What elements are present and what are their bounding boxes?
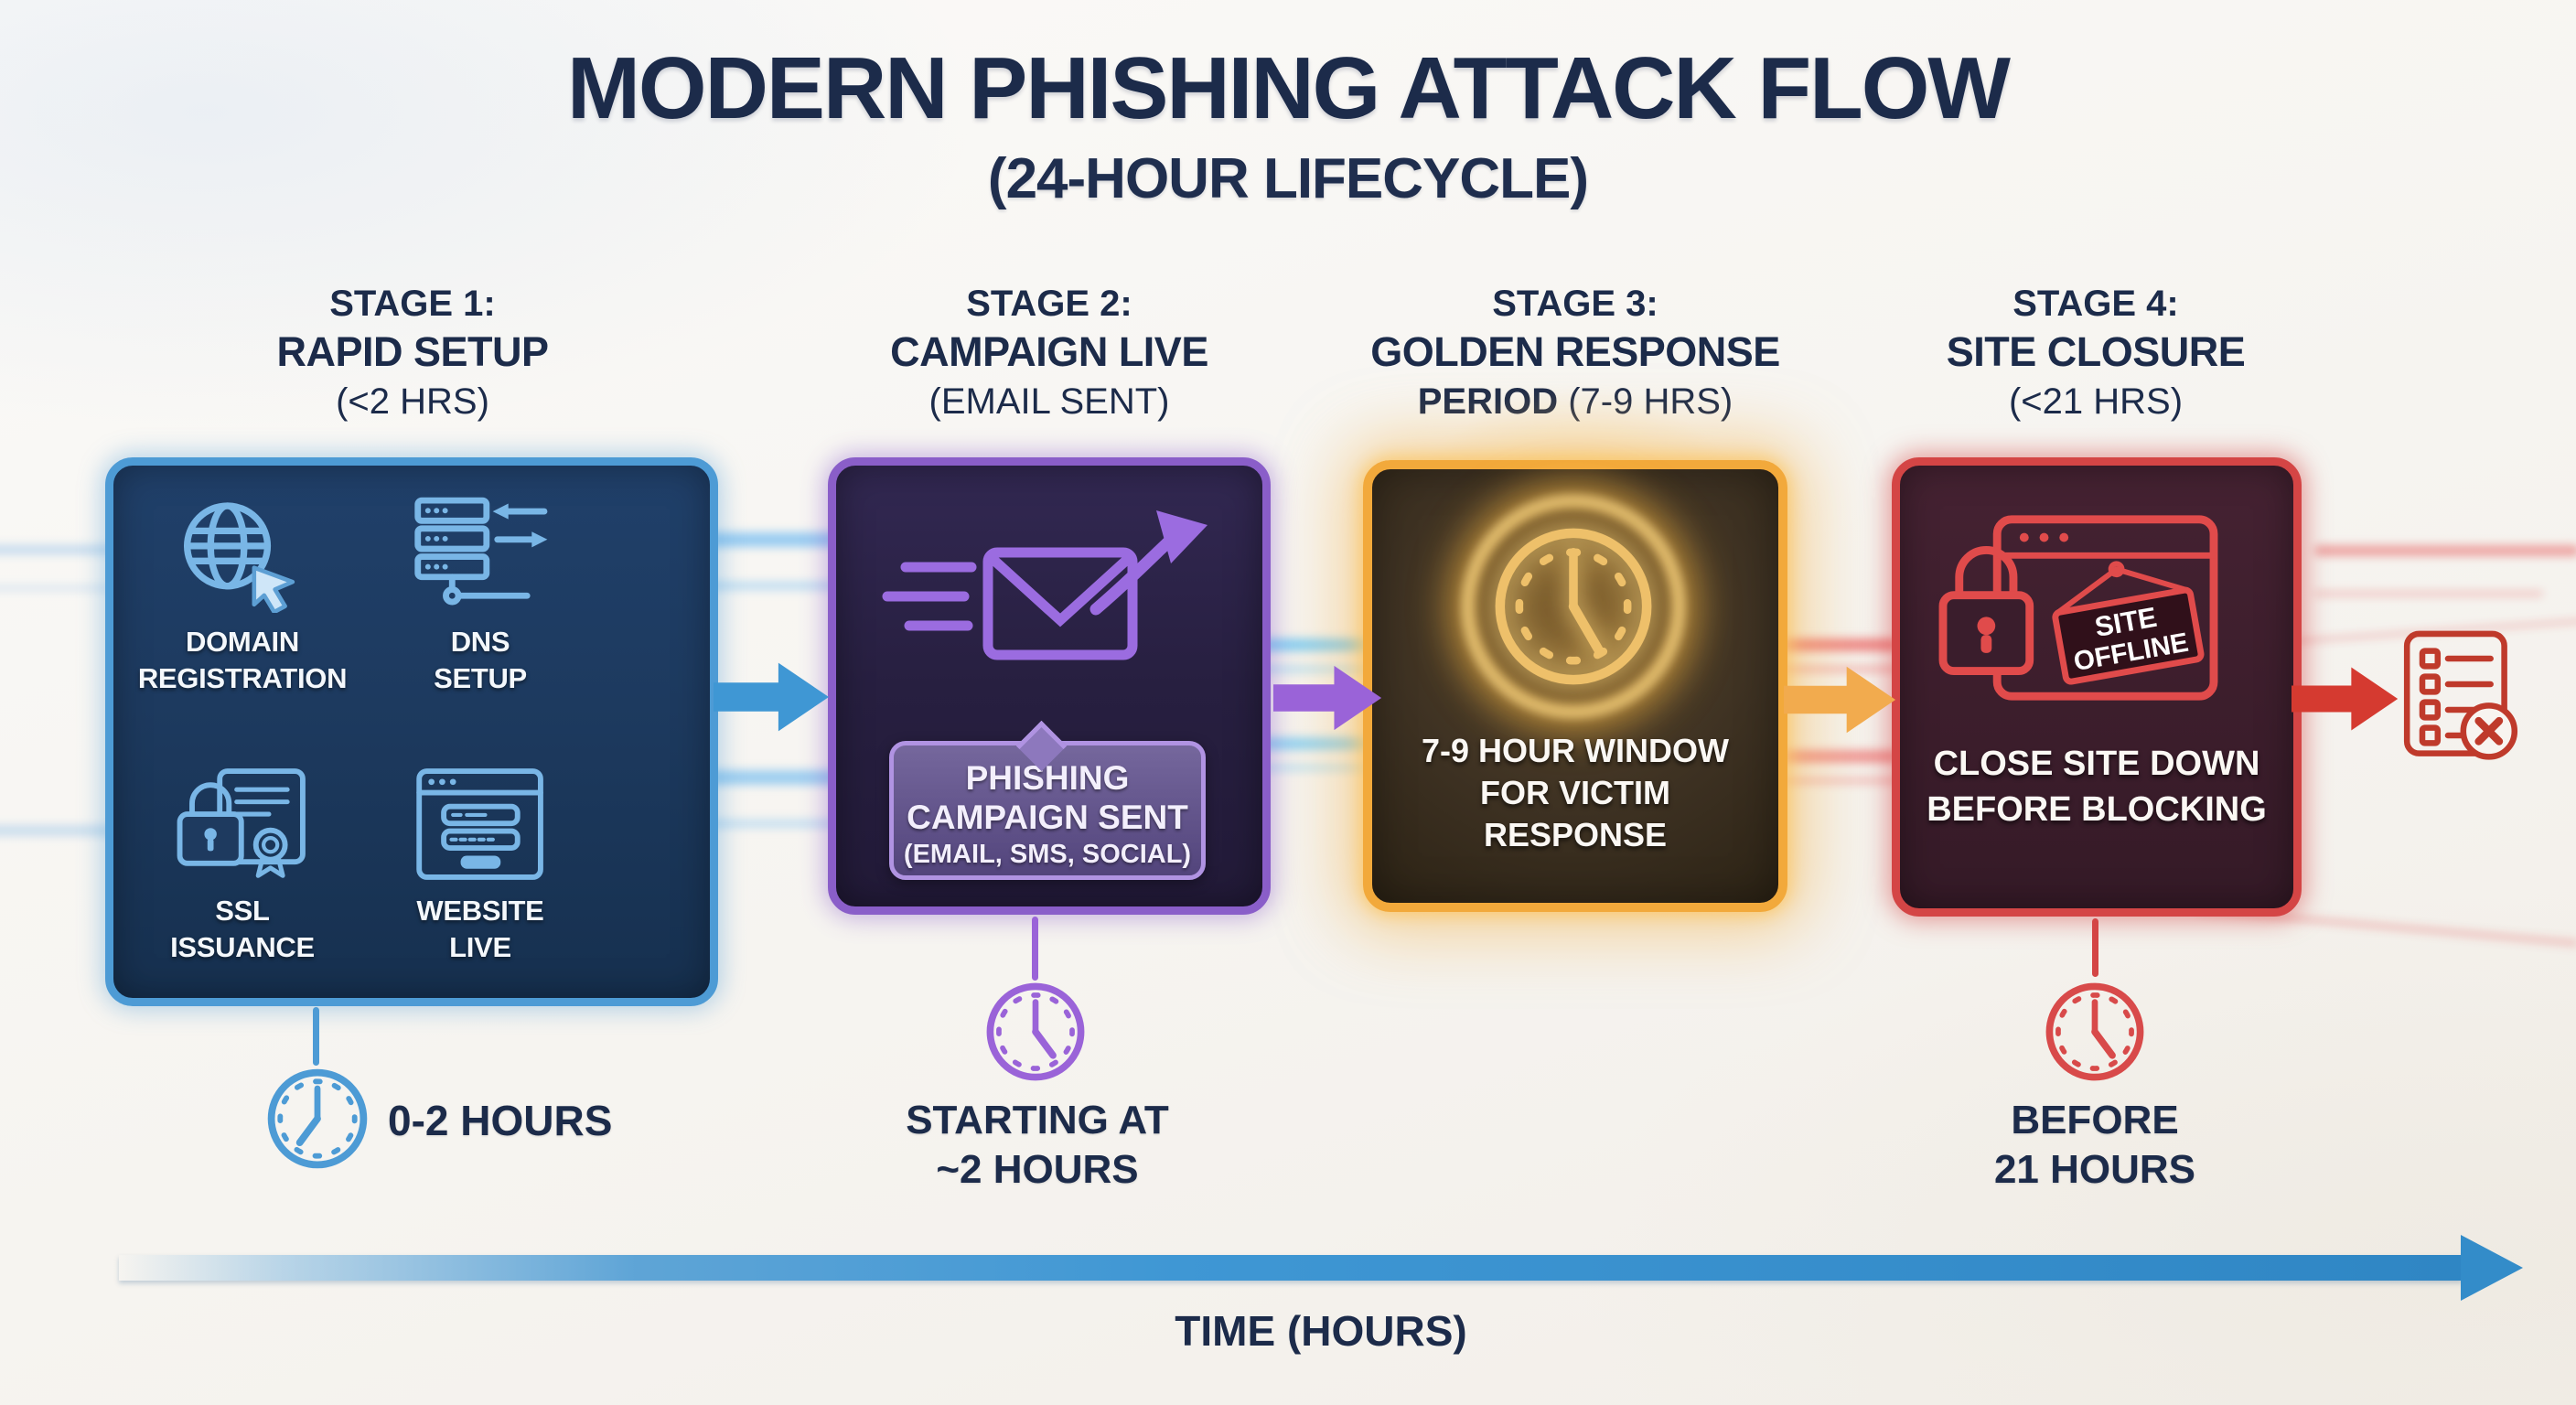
stage-1-header-line3: (<2 HRS) [336,381,489,422]
light-streak [1261,737,1379,750]
email-send-icon [882,510,1208,660]
light-streak [1779,638,1898,651]
stage-1-header: STAGE 1: RAPID SETUP (<2 HRS) [111,280,714,426]
stage-4-header: STAGE 4: SITE CLOSURE (<21 HRS) [1794,280,2398,426]
time-axis-arrow [119,1255,2463,1281]
stage-4-header-line3: (<21 HRS) [2008,381,2184,422]
light-streak [1261,666,1379,672]
time-axis-label: TIME (HOURS) [1175,1307,1467,1355]
page-title: MODERN PHISHING ATTACK FLOW [566,39,2011,137]
stage-3-header-line3: PERIOD (7-9 HRS) [1273,377,1877,426]
stage-4-header-line2: SITE CLOSURE [1946,328,2246,375]
light-streak [2314,545,2576,556]
stage-1-header-line1: STAGE 1: [329,284,496,324]
globe-cursor-icon [184,502,295,613]
light-streak [1261,638,1379,651]
ssl-certificate-icon [177,768,306,878]
stage-3-header-line2: GOLDEN RESPONSE [1273,327,1877,377]
stage-3-header-line1: STAGE 3: [1492,284,1658,324]
glowing-clock-icon [1495,528,1652,685]
stage-3-caption: 7-9 HOUR WINDOW FOR VICTIM RESPONSE [1422,732,1729,853]
stage-2-header: STAGE 2: CAMPAIGN LIVE (EMAIL SENT) [747,280,1351,426]
light-streak [1261,765,1379,771]
website-live-icon [416,768,543,880]
light-streak [0,545,146,554]
page-subtitle: (24-HOUR LIFECYCLE) [987,147,1589,210]
stage-2-header-line2: CAMPAIGN LIVE [890,328,1208,375]
arrow-stage4-to-blocklist [2292,667,2399,731]
stage-4-time-label: BEFORE 21 HOURS [1993,1098,2196,1192]
stage-2-header-line1: STAGE 2: [966,284,1132,324]
blocklist-x-icon [2403,630,2518,760]
stage-2-header-line3: (EMAIL SENT) [928,381,1170,422]
light-streak [695,582,851,590]
stage-2-time-label: STARTING AT ~2 HOURS [906,1098,1169,1192]
arrow-stage3-to-4 [1784,666,1896,734]
light-streak [695,820,851,828]
callout-line2: CAMPAIGN SENT [907,799,1188,836]
stage-3-header: STAGE 3: GOLDEN RESPONSE PERIOD (7-9 HRS… [1273,280,1877,426]
stage-1-connector-line [313,1007,319,1066]
stage-1-header-line2: RAPID SETUP [276,328,549,375]
callout-line1: PHISHING [965,759,1130,797]
stage-2-callout: PHISHING CAMPAIGN SENT (EMAIL, SMS, SOCI… [889,741,1206,880]
clock-icon [267,1068,368,1169]
light-streak [1779,778,1898,784]
stage-4-connector-line [2092,918,2098,977]
callout-line3: (EMAIL, SMS, SOCIAL) [903,840,1192,869]
light-streak [2314,591,2543,596]
stage-2-connector-line [1032,917,1038,981]
stage-4-caption: CLOSE SITE DOWN BEFORE BLOCKING [1927,745,2267,829]
light-streak [695,532,851,547]
arrow-stage1-to-2 [714,662,830,732]
light-streak [0,585,119,591]
clock-icon [2045,982,2144,1081]
stage-4-box [1892,457,2302,917]
dns-server-icon [414,497,548,606]
light-streak [695,770,851,785]
stage-4-header-line1: STAGE 4: [2012,284,2179,324]
light-streak [1779,750,1898,763]
light-streak [1779,666,1898,672]
clock-icon [986,982,1085,1081]
time-axis-arrowhead [2461,1235,2523,1301]
site-offline-icon: SITE OFFLINE [1938,515,2218,701]
stage-1-time-label: 0-2 HOURS [388,1097,613,1144]
arrow-stage2-to-3 [1273,665,1382,731]
